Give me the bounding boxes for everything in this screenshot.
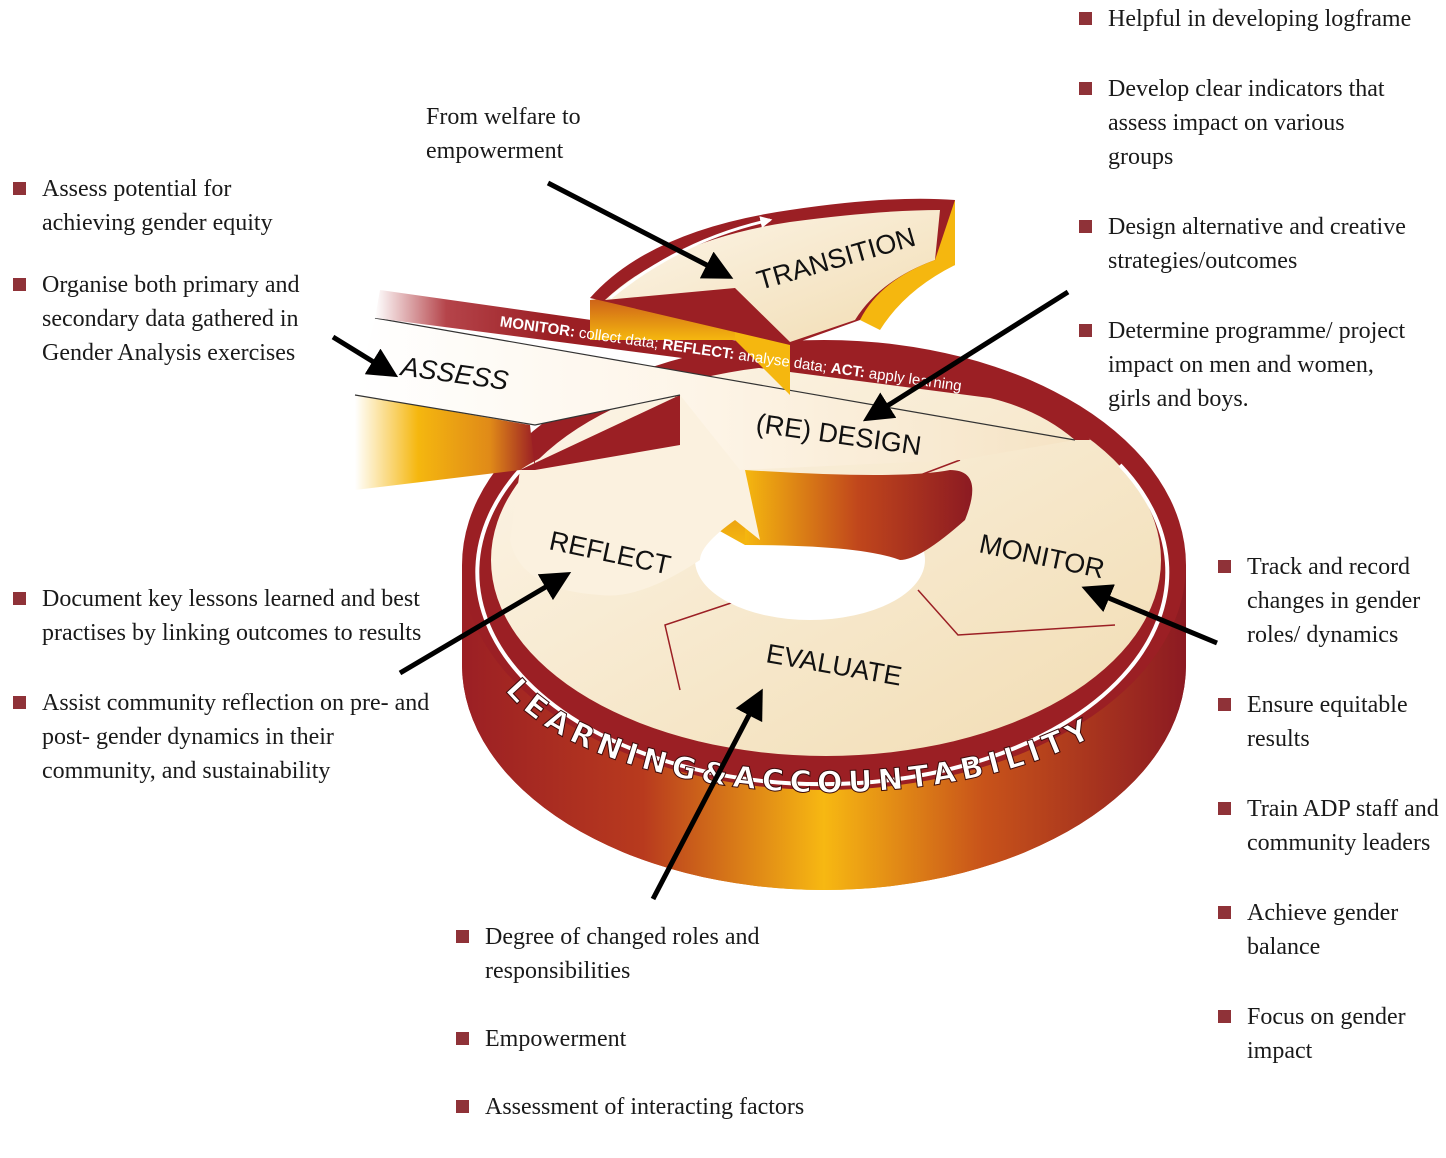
list-item: Track and record changes in gender roles… <box>1211 550 1446 652</box>
reflect-wedge <box>510 395 760 596</box>
inner-channel <box>745 470 973 560</box>
bullet-square-icon <box>456 1032 469 1045</box>
list-item: Train ADP staff and community leaders <box>1211 792 1446 860</box>
sector-divider <box>664 599 741 691</box>
list-item: Assessment of interacting factors <box>449 1090 869 1124</box>
bullet-square-icon <box>1218 560 1231 573</box>
list-assess-points: Assess potential for achieving gender eq… <box>6 172 306 398</box>
bullet-square-icon <box>13 278 26 291</box>
assess-bar-side <box>355 395 535 490</box>
transition-arrow-line <box>609 216 773 300</box>
assess-bar <box>354 290 1090 490</box>
banner-band <box>375 290 1090 440</box>
cycle-diagram: ASSESS TRANSITION (RE) DESIGN MONITOR EV… <box>331 180 1218 901</box>
assess-bar-edge <box>354 394 681 426</box>
arrow-to-reflect <box>398 571 572 676</box>
list-item: Degree of changed roles and responsibili… <box>449 920 869 988</box>
assess-bar-edge <box>374 317 1076 441</box>
list-item: Develop clear indicators that assess imp… <box>1072 72 1412 174</box>
arrow-to-assess <box>331 334 399 378</box>
rim-arrow-line <box>475 463 1170 787</box>
list-evaluate-points: Degree of changed roles and responsibili… <box>449 920 869 1158</box>
list-item: Achieve gender balance <box>1211 896 1446 964</box>
bullet-square-icon <box>1218 906 1231 919</box>
arrow-to-transition <box>546 180 734 279</box>
transition-arm-top <box>605 210 940 342</box>
list-monitor-points: Track and record changes in gender roles… <box>1211 550 1446 1104</box>
list-item: Organise both primary and secondary data… <box>6 268 306 370</box>
arrow-to-evaluate <box>650 688 763 901</box>
bullet-square-icon <box>1079 82 1092 95</box>
bullet-square-icon <box>13 696 26 709</box>
bullet-square-icon <box>1079 12 1092 25</box>
reflect-wedge-wall <box>520 395 680 470</box>
list-item: Helpful in developing logframe <box>1072 2 1412 36</box>
bullet-square-icon <box>1079 220 1092 233</box>
assess-bar-top <box>355 318 1075 470</box>
bullet-square-icon <box>13 592 26 605</box>
sector-divider <box>917 589 1116 636</box>
transition-arm-end <box>860 200 955 330</box>
list-design-points: Helpful in developing logframe Develop c… <box>1072 2 1412 452</box>
bullet-square-icon <box>13 182 26 195</box>
bullet-square-icon <box>456 930 469 943</box>
list-item: Assess potential for achieving gender eq… <box>6 172 306 240</box>
list-item: Document key lessons learned and best pr… <box>6 582 446 650</box>
cycle-disk <box>462 340 1186 890</box>
list-item: Assist community reflection on pre- and … <box>6 686 446 788</box>
list-item: Ensure equitable results <box>1211 688 1446 756</box>
list-item: Focus on gender impact <box>1211 1000 1446 1068</box>
list-reflect-points: Document key lessons learned and best pr… <box>6 582 446 824</box>
bullet-square-icon <box>456 1100 469 1113</box>
caption-welfare-to-empowerment: From welfare to empowerment <box>426 104 581 164</box>
bullet-square-icon <box>1218 802 1231 815</box>
bullet-square-icon <box>1218 1010 1231 1023</box>
list-item: Determine programme/ project impact on m… <box>1072 314 1412 416</box>
list-item: Design alternative and creative strategi… <box>1072 210 1412 278</box>
pointer-arrows <box>331 180 1218 901</box>
transition-arm <box>590 198 955 395</box>
arrow-to-monitor <box>1081 584 1218 646</box>
arrow-to-redesign <box>862 289 1070 422</box>
list-item: Empowerment <box>449 1022 869 1056</box>
bullet-square-icon <box>1218 698 1231 711</box>
bullet-square-icon <box>1079 324 1092 337</box>
